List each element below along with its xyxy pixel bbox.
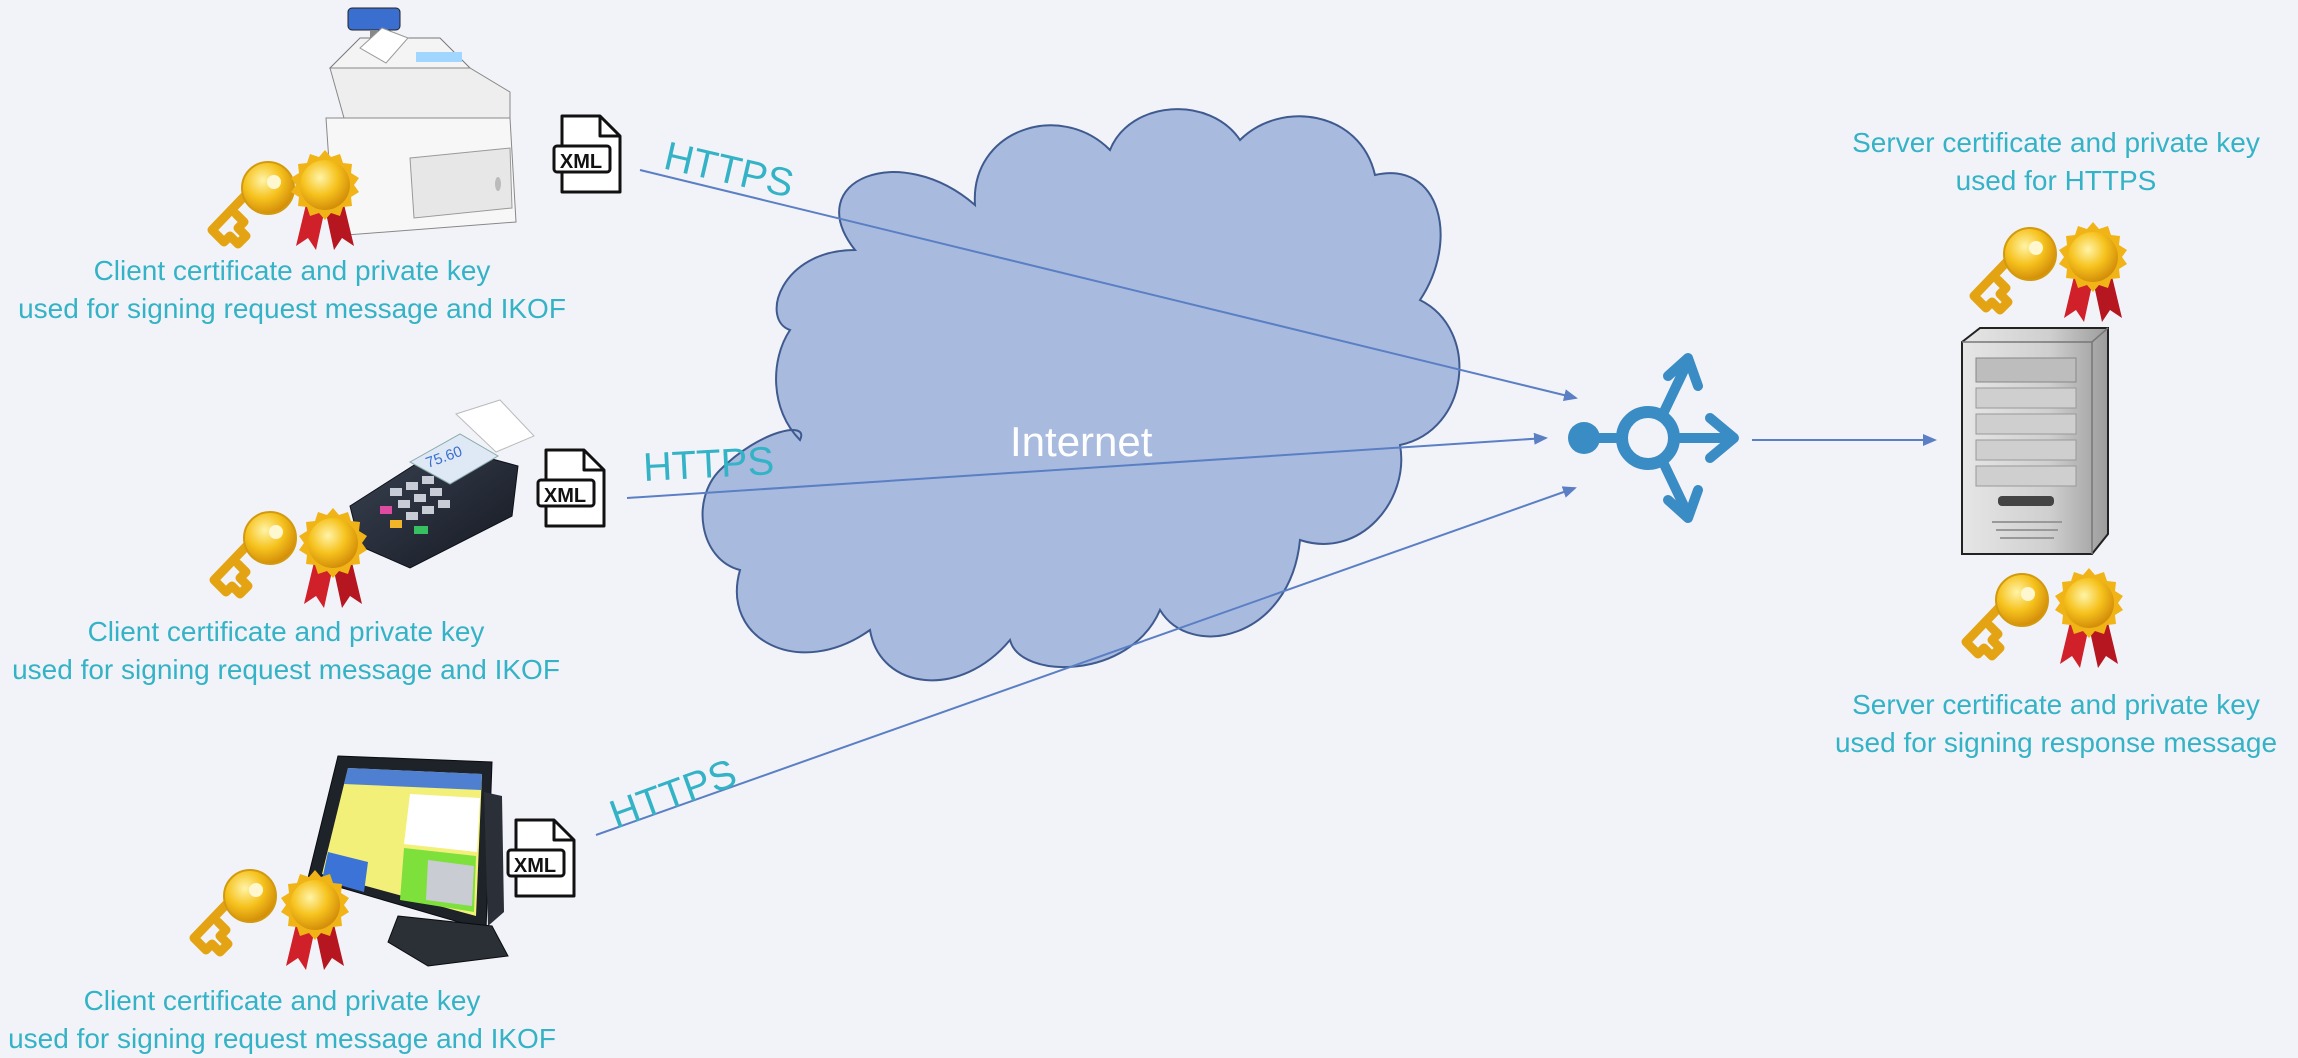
- key-icon: [212, 162, 294, 244]
- https-label-client-2: HTTPS: [642, 439, 776, 490]
- pos-touchscreen-icon: [307, 755, 509, 967]
- caption-line: used for signing request message and IKO…: [8, 1023, 556, 1054]
- caption-line: Client certificate and private key: [93, 255, 491, 286]
- client-2-caption: Client certificate and private key used …: [12, 613, 560, 689]
- internet-label: Internet: [1010, 418, 1153, 465]
- key-icon: [1974, 228, 2056, 310]
- certificate-medal-icon: [291, 150, 359, 250]
- caption-line: Client certificate and private key: [83, 985, 481, 1016]
- key-icon: [1966, 574, 2048, 656]
- xml-file-label: XML: [560, 151, 602, 173]
- router-icon: [1568, 353, 1739, 523]
- certificate-medal-icon: [2059, 222, 2127, 322]
- https-arrow-client-1: [639, 169, 1578, 401]
- caption-line: used for HTTPS: [1955, 165, 2157, 196]
- card-terminal-icon: 75.60: [349, 399, 535, 569]
- caption-line: Server certificate and private key: [1852, 127, 2260, 158]
- key-icon: [214, 512, 296, 594]
- https-arrow-client-3: [595, 486, 1577, 836]
- certificate-medal-icon: [281, 870, 349, 970]
- xml-file-label: XML: [514, 855, 556, 877]
- cash-register-icon: [325, 7, 517, 237]
- caption-line: Client certificate and private key: [87, 616, 485, 647]
- caption-line: used for signing request message and IKO…: [18, 293, 566, 324]
- client-1-caption: Client certificate and private key used …: [18, 252, 566, 328]
- key-icon: [194, 870, 276, 952]
- server-https-caption: Server certificate and private key used …: [1852, 124, 2260, 200]
- server-tower-icon: [1961, 327, 2109, 555]
- https-arrow-client-2: [626, 432, 1548, 499]
- internet-cloud-icon: [701, 108, 1461, 682]
- caption-line: used for signing response message: [1834, 727, 2278, 758]
- caption-line: used for signing request message and IKO…: [12, 654, 560, 685]
- certificate-medal-icon: [299, 508, 367, 608]
- certificate-medal-icon: [2055, 568, 2123, 668]
- client-3-caption: Client certificate and private key used …: [8, 982, 556, 1058]
- server-signing-caption: Server certificate and private key used …: [1835, 686, 2277, 762]
- caption-line: Server certificate and private key: [1852, 689, 2260, 720]
- xml-file-label: XML: [544, 485, 586, 507]
